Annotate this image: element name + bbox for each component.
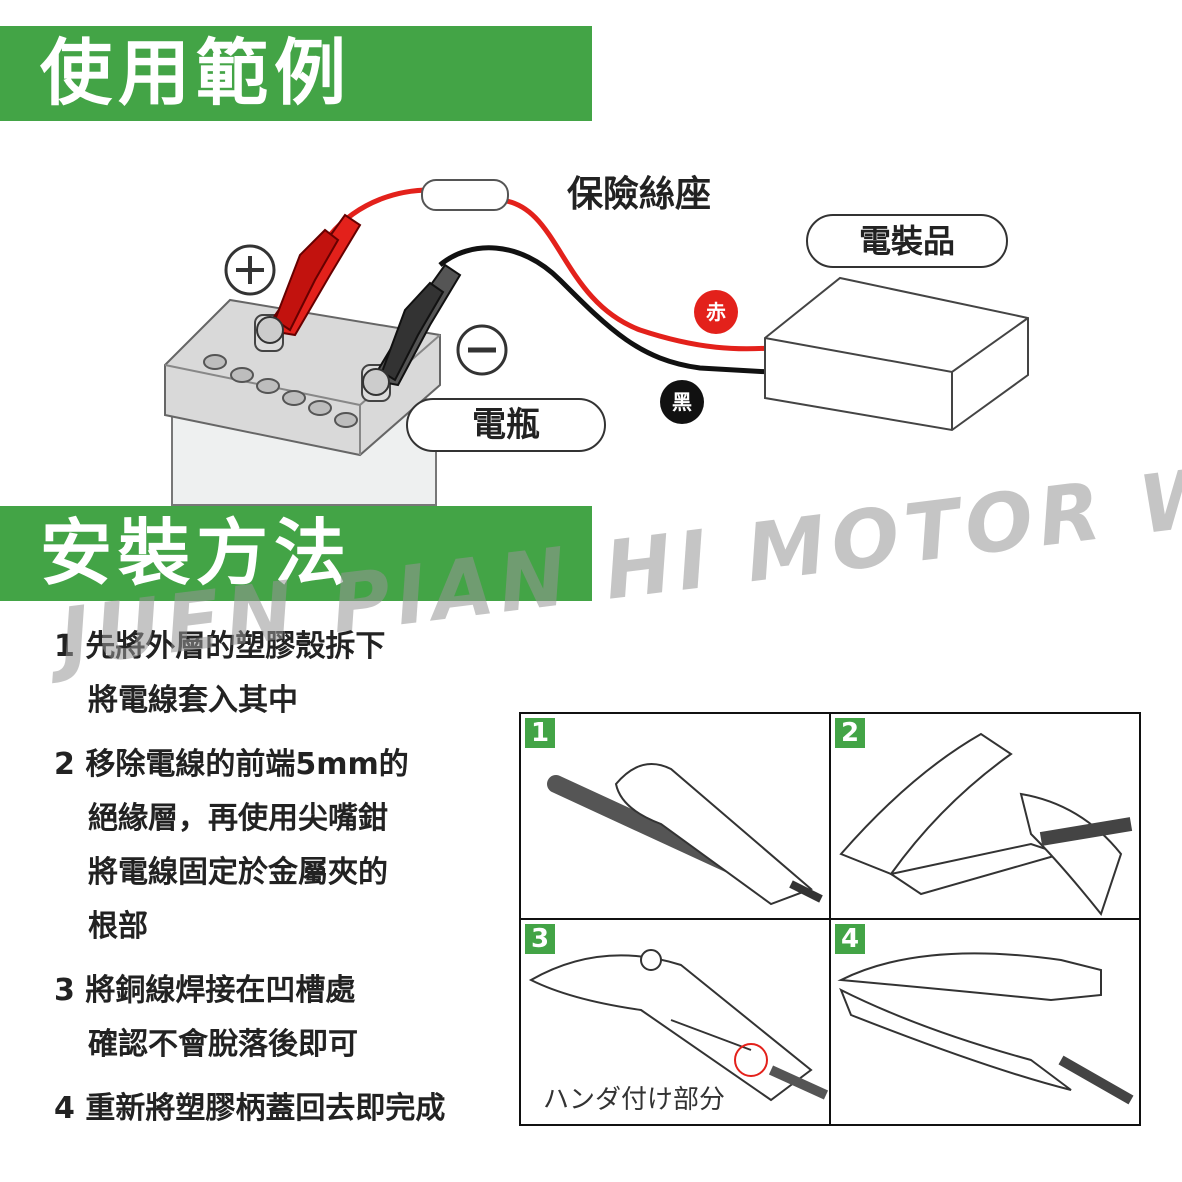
panel-number: 1 bbox=[525, 718, 555, 748]
install-banner: 安裝方法 bbox=[0, 506, 592, 601]
red-clamp bbox=[256, 213, 362, 344]
clamp-illustration bbox=[839, 732, 1133, 917]
install-title: 安裝方法 bbox=[40, 511, 353, 595]
step-1-cont: 將電線套入其中 bbox=[88, 683, 298, 718]
panel-4: 4 bbox=[829, 918, 1141, 1126]
battery-label: 電瓶 bbox=[406, 398, 606, 452]
step-2-cont-3: 根部 bbox=[88, 909, 148, 944]
wiring-diagram bbox=[164, 179, 1029, 506]
red-wire-badge: 赤 bbox=[694, 290, 738, 334]
step-1: 1 先將外層的塑膠殼拆下 bbox=[54, 629, 386, 664]
solder-caption: ハンダ付け部分 bbox=[543, 1085, 726, 1115]
step-2-cont-2: 將電線固定於金屬夾的 bbox=[88, 855, 388, 890]
panel-1: 1 bbox=[519, 712, 831, 920]
step-2-cont-1: 絕緣層，再使用尖嘴鉗 bbox=[88, 801, 388, 836]
clamp-illustration bbox=[837, 952, 1134, 1105]
panel-number: 4 bbox=[835, 924, 865, 954]
black-wire bbox=[438, 245, 771, 375]
black-wire-badge: 黑 bbox=[660, 380, 704, 424]
usage-banner: 使用範例 bbox=[0, 26, 592, 121]
clamp-illustration bbox=[528, 949, 829, 1102]
battery bbox=[164, 298, 441, 506]
step-3-cont: 確認不會脫落後即可 bbox=[88, 1027, 358, 1062]
panel-3: 3 ハンダ付け部分 bbox=[519, 918, 831, 1126]
step-3: 3 將銅線焊接在凹槽處 bbox=[54, 973, 356, 1008]
fuse-holder bbox=[421, 179, 509, 211]
install-steps: 1 先將外層的塑膠殼拆下 將電線套入其中 2 移除電線的前端5mm的 絕緣層，再… bbox=[54, 620, 494, 1136]
device-label: 電裝品 bbox=[806, 214, 1008, 268]
black-clamp bbox=[362, 263, 462, 396]
usage-title: 使用範例 bbox=[40, 31, 353, 115]
device-box bbox=[764, 276, 1029, 432]
clamp-illustration bbox=[547, 763, 823, 906]
step-2: 2 移除電線的前端5mm的 bbox=[54, 747, 409, 782]
panel-number: 2 bbox=[835, 718, 865, 748]
step-4: 4 重新將塑膠柄蓋回去即完成 bbox=[54, 1091, 446, 1126]
fuse-label: 保險絲座 bbox=[567, 174, 712, 215]
panel-number: 3 bbox=[525, 924, 555, 954]
panel-2: 2 bbox=[829, 712, 1141, 920]
